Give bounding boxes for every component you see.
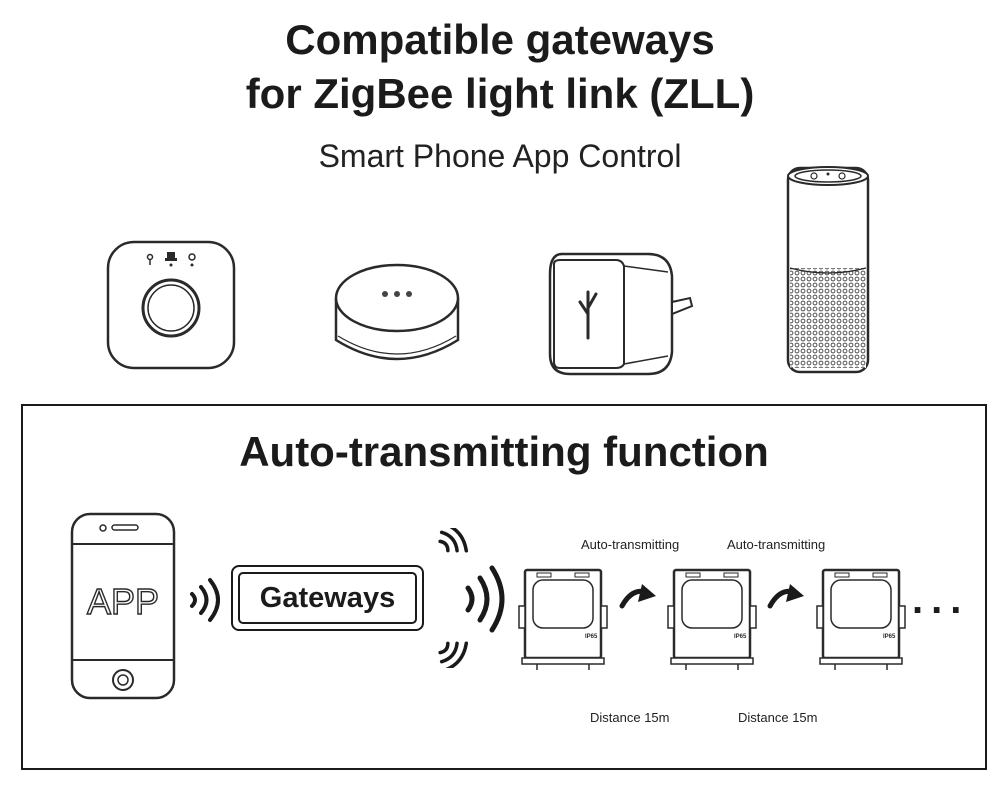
tall-smart-speaker-icon bbox=[786, 166, 870, 374]
round-speaker-icon bbox=[334, 263, 460, 361]
phone-app-label: APP bbox=[87, 581, 159, 622]
auto-transmitting-label-2: Auto-transmitting bbox=[727, 537, 826, 552]
auto-transmitting-panel: Auto-transmitting function bbox=[21, 404, 987, 770]
page-title-line2: for ZigBee light link (ZLL) bbox=[245, 70, 755, 117]
page-subtitle: Smart Phone App Control bbox=[318, 138, 682, 174]
curved-arrow-icon bbox=[619, 584, 656, 609]
distance-label-1: Distance 15m bbox=[590, 710, 670, 725]
continuation-dots: ... bbox=[912, 578, 970, 622]
gateways-label: Gateways bbox=[238, 572, 417, 624]
floodlight-2-icon: IP65 bbox=[667, 568, 757, 670]
page-title-line1: Compatible gateways bbox=[285, 16, 715, 63]
curved-arrow-icon bbox=[767, 584, 804, 609]
auto-transmitting-label-1: Auto-transmitting bbox=[581, 537, 680, 552]
wireless-signal-icon bbox=[190, 578, 220, 622]
broadcast-signal-icon bbox=[438, 528, 505, 668]
floodlight-rating: IP65 bbox=[734, 634, 747, 640]
square-hub-icon bbox=[106, 240, 236, 370]
panel-title: Auto-transmitting function bbox=[239, 428, 769, 475]
floodlight-rating: IP65 bbox=[585, 634, 598, 640]
distance-label-2: Distance 15m bbox=[738, 710, 818, 725]
floodlight-1-icon: IP65 bbox=[518, 568, 608, 670]
floodlight-3-icon: IP65 bbox=[816, 568, 906, 670]
smartphone-icon: APP bbox=[70, 512, 176, 700]
floodlight-rating: IP65 bbox=[883, 634, 896, 640]
gateways-box: Gateways bbox=[231, 565, 424, 631]
plug-gateway-icon bbox=[548, 252, 694, 376]
